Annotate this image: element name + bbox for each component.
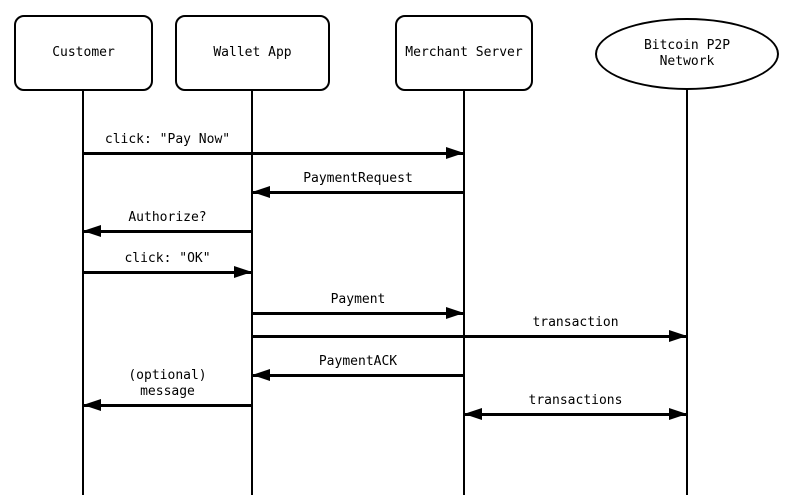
participant-customer-label: Customer [52,45,115,60]
lifeline-wallet-app [251,91,253,495]
participant-bitcoin-p2p-network: Bitcoin P2P Network [595,18,779,90]
msg-payment-request-line [252,191,464,194]
participant-merchant-server: Merchant Server [395,15,533,91]
msg-transaction-arrowhead-right-icon [669,330,687,342]
msg-payment-ack-label: PaymentACK [318,354,398,369]
msg-payment-line [252,312,464,315]
msg-transaction-label: transaction [532,315,619,330]
msg-authorize-line [83,230,252,233]
msg-click-pay-now-arrowhead-right-icon [446,147,464,159]
participant-wallet-app-label: Wallet App [213,45,292,60]
lifeline-bitcoin-p2p-network [686,90,688,495]
msg-optional-message-line [83,404,252,407]
msg-transaction-line [252,335,687,338]
msg-optional-message-label: (optional) message [128,368,207,399]
msg-payment-label: Payment [330,292,386,307]
participant-bitcoin-p2p-network-label: Bitcoin P2P Network [643,38,731,69]
msg-payment-request-label: PaymentRequest [303,171,413,186]
msg-click-ok-arrowhead-right-icon [234,266,252,278]
msg-click-ok-label: click: "OK" [124,251,211,266]
participant-wallet-app: Wallet App [175,15,330,91]
msg-optional-message-arrowhead-left-icon [83,399,101,411]
msg-transactions-line [464,413,687,416]
msg-payment-ack-arrowhead-left-icon [252,369,270,381]
lifeline-merchant-server [463,91,465,495]
msg-transactions-arrowhead-left-icon [464,408,482,420]
msg-payment-request-arrowhead-left-icon [252,186,270,198]
msg-click-ok-line [83,271,252,274]
msg-authorize-label: Authorize? [128,210,207,225]
msg-payment-ack-line [252,374,464,377]
msg-transactions-label: transactions [528,393,623,408]
lifeline-customer [82,91,84,495]
participant-customer: Customer [14,15,153,91]
msg-authorize-arrowhead-left-icon [83,225,101,237]
msg-payment-arrowhead-right-icon [446,307,464,319]
participant-merchant-server-label: Merchant Server [405,45,523,60]
msg-click-pay-now-label: click: "Pay Now" [104,132,231,147]
msg-click-pay-now-line [83,152,464,155]
msg-transactions-arrowhead-right-icon [669,408,687,420]
